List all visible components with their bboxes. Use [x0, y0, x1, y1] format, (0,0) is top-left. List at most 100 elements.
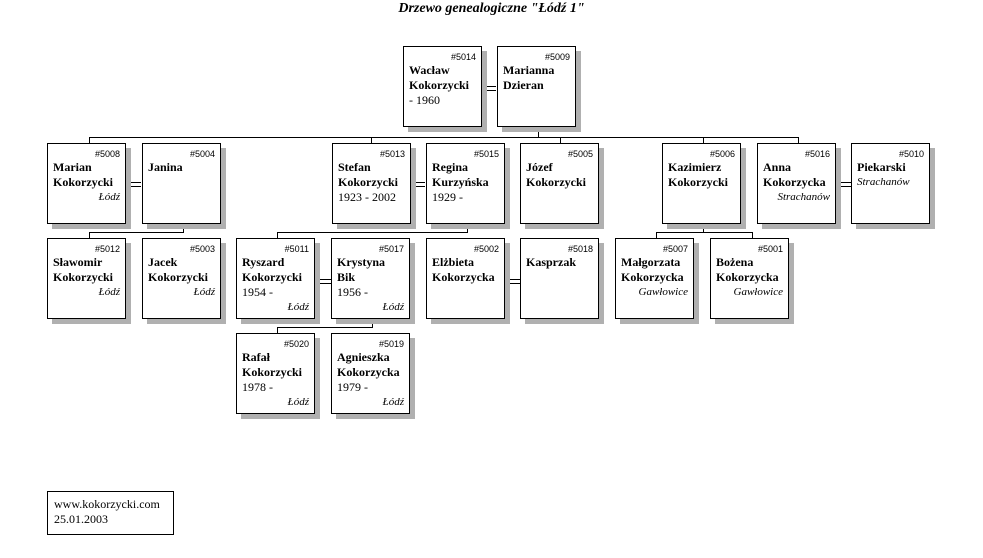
connector-line: [467, 224, 468, 233]
person-name: Agnieszka: [337, 350, 390, 364]
person-place: Łódź: [193, 286, 215, 298]
person-id: #5004: [189, 149, 215, 159]
connector-line: [89, 232, 90, 238]
marriage-connector: [838, 182, 851, 187]
person-dates: 1978 -: [242, 380, 273, 394]
person-name: Sławomir: [53, 255, 103, 269]
person-name: Janina: [148, 160, 183, 174]
person-name: Marianna: [503, 63, 555, 77]
person-id: #5019: [378, 339, 404, 349]
person-dates: 1954 -: [242, 285, 273, 299]
person-name: Kokorzycka: [337, 365, 400, 379]
person-name: Małgorzata: [621, 255, 681, 269]
person-id: #5007: [662, 244, 688, 254]
person-dates: 1923 - 2002: [338, 190, 396, 204]
person-name: Kokorzycki: [668, 175, 728, 189]
person-place: Gawłowice: [733, 286, 784, 298]
footer-date: 25.01.2003: [54, 512, 108, 526]
person-name: Kokorzycka: [716, 270, 779, 284]
person-name: Rafał: [242, 350, 270, 364]
person-name: Kazimierz: [668, 160, 722, 174]
connector-line: [703, 224, 704, 233]
connector-line: [89, 232, 184, 233]
person-id: #5010: [898, 149, 924, 159]
person-place: Łódź: [98, 286, 120, 298]
person-dates: 1979 -: [337, 380, 368, 394]
person-id: #5005: [567, 149, 593, 159]
footer-box: www.kokorzycki.com 25.01.2003: [47, 491, 174, 535]
connector-line: [538, 129, 539, 137]
person-name: Kokorzycki: [338, 175, 398, 189]
person-name: Dzieran: [503, 78, 544, 92]
connector-line: [89, 137, 799, 138]
person-id: #5008: [94, 149, 120, 159]
person-place: Gawłowice: [638, 286, 689, 298]
connector-line: [371, 137, 372, 143]
person-name: Marian: [53, 160, 92, 174]
person-name: Józef: [526, 160, 553, 174]
connector-line: [372, 320, 373, 328]
person-name: Kokorzycki: [53, 175, 113, 189]
person-name: Ryszard: [242, 255, 285, 269]
connector-line: [656, 232, 753, 233]
person-id: #5011: [284, 244, 309, 254]
person-id: #5014: [450, 52, 476, 62]
person-name: Kokorzycki: [148, 270, 208, 284]
person-dates: - 1960: [409, 93, 440, 107]
person-place: Łódź: [287, 301, 309, 313]
person-name: Kokorzycki: [242, 270, 302, 284]
person-name: Kokorzycka: [763, 175, 826, 189]
marriage-connector: [507, 279, 520, 284]
connector-line: [277, 327, 278, 333]
marriage-connector: [318, 279, 331, 284]
person-id: #5013: [379, 149, 405, 159]
marriage-connector: [128, 182, 141, 187]
person-place: Strachanów: [857, 176, 910, 188]
person-id: #5017: [378, 244, 404, 254]
connector-line: [798, 137, 799, 143]
person-place: Łódź: [287, 396, 309, 408]
person-name: Kokorzycki: [53, 270, 113, 284]
person-name: Kokorzycki: [526, 175, 586, 189]
connector-line: [703, 137, 704, 143]
connector-line: [560, 137, 561, 143]
person-name: Kokorzycki: [242, 365, 302, 379]
person-id: #5015: [473, 149, 499, 159]
person-name: Krystyna: [337, 255, 385, 269]
connector-line: [277, 232, 278, 238]
person-dates: 1956 -: [337, 285, 368, 299]
marriage-connector: [412, 182, 425, 187]
person-name: Stefan: [338, 160, 371, 174]
person-place: Strachanów: [777, 191, 830, 203]
person-dates: 1929 -: [432, 190, 463, 204]
person-name: Piekarski: [857, 160, 906, 174]
person-id: #5003: [189, 244, 215, 254]
footer-website: www.kokorzycki.com: [54, 497, 160, 511]
person-name: Kokorzycka: [432, 270, 495, 284]
marriage-connector: [483, 86, 496, 91]
connector-line: [752, 232, 753, 238]
tree-title: Drzewo genealogiczne "Łódź 1": [398, 1, 585, 16]
person-place: Łódź: [382, 396, 404, 408]
person-id: #5002: [473, 244, 499, 254]
